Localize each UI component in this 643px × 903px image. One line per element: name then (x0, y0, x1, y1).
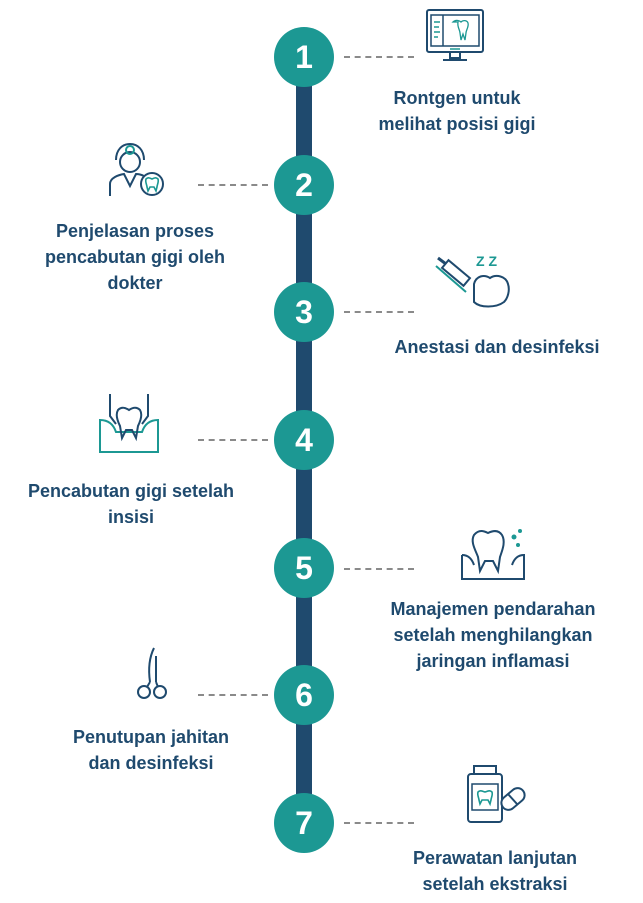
xray-monitor-icon (426, 9, 484, 61)
step-number-6: 6 (274, 665, 334, 725)
step-number-5: 5 (274, 538, 334, 598)
dentist-icon (109, 142, 164, 196)
sleep-z-text: Z Z (476, 253, 497, 269)
step-label-1: Rontgen untuk melihat posisi gigi (378, 88, 536, 134)
connector-1 (344, 56, 414, 58)
connector-4 (198, 439, 268, 441)
connector-2 (198, 184, 268, 186)
step-number-3: 3 (274, 282, 334, 342)
step-label-2: Penjelasan proses pencabutan gigi oleh d… (44, 221, 225, 293)
step-label-3: Anestasi dan desinfeksi (394, 337, 600, 357)
connector-6 (198, 694, 268, 696)
connector-7 (344, 822, 414, 824)
anesthesia-syringe-icon: Z Z (435, 253, 510, 308)
connector-3 (344, 311, 414, 313)
bleeding-tooth-icon (461, 529, 525, 580)
step-label-5: Manajemen pendarahan setelah menghilangk… (390, 599, 596, 671)
medicine-bottle-icon (467, 765, 526, 823)
step-number-1: 1 (274, 27, 334, 87)
connector-5 (344, 568, 414, 570)
step-number-2: 2 (274, 155, 334, 215)
step-number-4: 4 (274, 410, 334, 470)
tooth-extraction-icon (99, 394, 159, 453)
step-number-7: 7 (274, 793, 334, 853)
step-label-7: Perawatan lanjutan setelah ekstraksi (412, 848, 578, 894)
step-label-4: Pencabutan gigi setelah insisi (27, 481, 235, 527)
surgical-scissors-icon (137, 647, 167, 699)
step-label-6: Penutupan jahitan dan desinfeksi (72, 727, 229, 773)
